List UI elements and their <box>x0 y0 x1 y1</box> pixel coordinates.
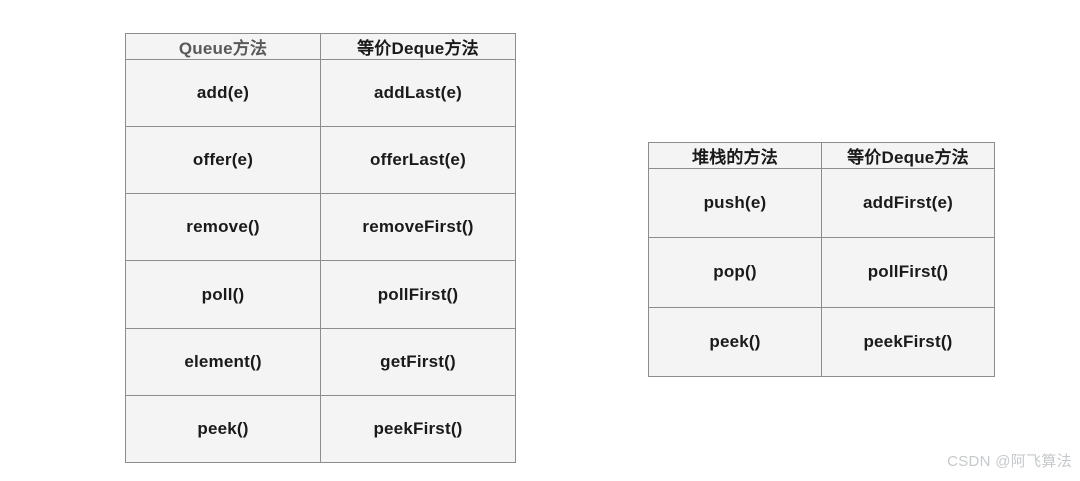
table-header-cell: Queue方法 <box>125 33 321 60</box>
table-header-row: 堆栈的方法等价Deque方法 <box>648 142 995 169</box>
table-cell: remove() <box>125 193 321 262</box>
table-row: push(e)addFirst(e) <box>648 167 995 239</box>
table-cell: removeFirst() <box>320 193 516 262</box>
table-cell: element() <box>125 327 321 396</box>
table-row: pop()pollFirst() <box>648 237 995 308</box>
table-cell: push(e) <box>648 167 822 239</box>
table-cell: offer(e) <box>125 126 321 195</box>
table-row: remove()removeFirst() <box>125 193 516 262</box>
table-cell: peekFirst() <box>320 394 516 464</box>
table-header-cell: 等价Deque方法 <box>320 33 516 60</box>
stack-table-body: push(e)addFirst(e)pop()pollFirst()peek()… <box>648 167 995 378</box>
queue-table-body: add(e)addLast(e)offer(e)offerLast(e)remo… <box>125 58 516 464</box>
table-header-cell: 等价Deque方法 <box>821 142 995 169</box>
queue-table-header: Queue方法等价Deque方法 <box>125 33 516 60</box>
table-cell: peek() <box>648 306 822 378</box>
stack-deque-equivalence-table: 堆栈的方法等价Deque方法 push(e)addFirst(e)pop()po… <box>648 142 995 378</box>
table-row: peek()peekFirst() <box>125 394 516 464</box>
table-row: peek()peekFirst() <box>648 306 995 378</box>
table-cell: offerLast(e) <box>320 126 516 195</box>
stack-table-header: 堆栈的方法等价Deque方法 <box>648 142 995 169</box>
table-cell: add(e) <box>125 58 321 128</box>
table-cell: peek() <box>125 394 321 464</box>
table-cell: addLast(e) <box>320 58 516 128</box>
table-cell: addFirst(e) <box>821 167 995 239</box>
table-cell: pollFirst() <box>320 260 516 329</box>
table-header-row: Queue方法等价Deque方法 <box>125 33 516 60</box>
table-cell: pop() <box>648 237 822 308</box>
queue-deque-equivalence-table: Queue方法等价Deque方法 add(e)addLast(e)offer(e… <box>125 33 516 464</box>
table-cell: peekFirst() <box>821 306 995 378</box>
table-cell: poll() <box>125 260 321 329</box>
table-header-cell: 堆栈的方法 <box>648 142 822 169</box>
csdn-watermark: CSDN @阿飞算法 <box>947 453 1072 470</box>
table-row: element()getFirst() <box>125 327 516 396</box>
table-row: poll()pollFirst() <box>125 260 516 329</box>
table-row: offer(e)offerLast(e) <box>125 126 516 195</box>
table-cell: getFirst() <box>320 327 516 396</box>
table-row: add(e)addLast(e) <box>125 58 516 128</box>
table-cell: pollFirst() <box>821 237 995 308</box>
